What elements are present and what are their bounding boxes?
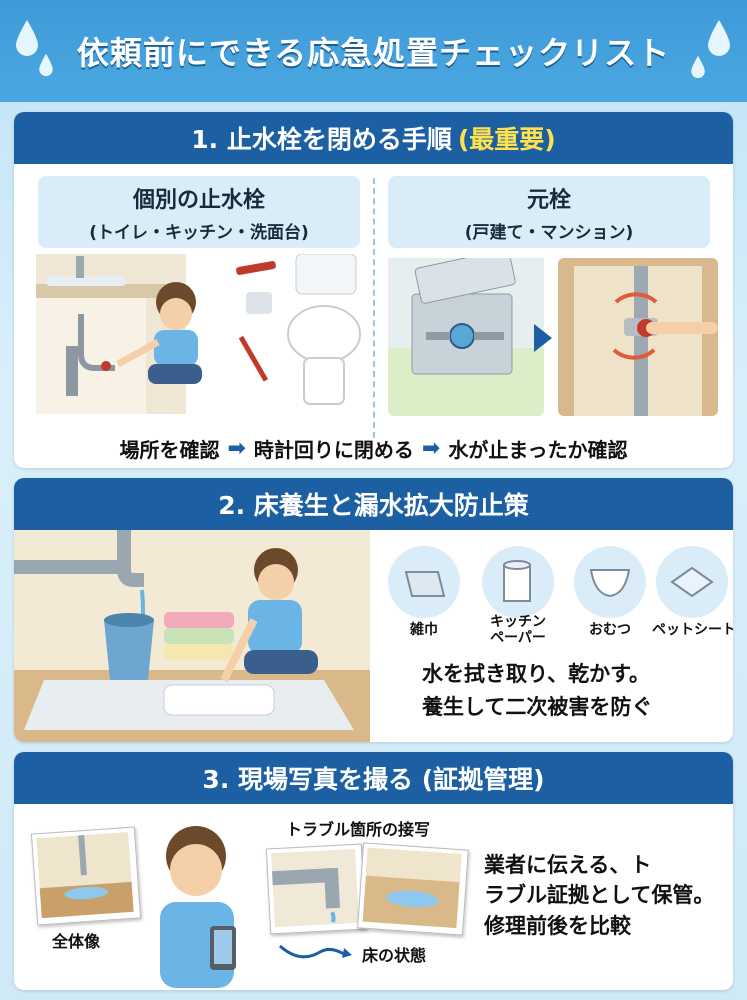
text-line: 修理前後を比較 (484, 913, 631, 938)
cloth-icon (388, 546, 460, 618)
divider (373, 178, 375, 438)
item-label-paper-towel: キッチン ペーパー (490, 614, 546, 647)
floor-protection-text: 水を拭き取り、乾かす。 養生して二次被害を防ぐ (422, 658, 652, 723)
panel-title: 個別の止水栓 (132, 188, 265, 213)
panel-title: 元栓 (526, 188, 571, 213)
section-shutoff-valve: 1. 止水栓を閉める手順 (最重要) 個別の止水栓 (トイレ・キッチン・洗面台)… (14, 112, 733, 468)
floor-protection-illustration (14, 530, 370, 742)
text-line: 業者に伝える、ト (484, 853, 652, 877)
water-drop-icon (16, 20, 38, 56)
caption-floor: 床の状態 (362, 946, 427, 965)
item-label-cloth: 雑巾 (410, 622, 438, 638)
item-label-pet-sheet: ペットシート (652, 622, 733, 638)
photo-evidence-text: 業者に伝える、ト ラブル証拠として保管。 修理前後を比較 (484, 850, 714, 941)
caption-overall: 全体像 (52, 932, 101, 951)
step-1: 場所を確認 (119, 438, 220, 462)
photo-floor (357, 842, 469, 936)
step-2: 時計回りに閉める (253, 438, 414, 462)
individual-valve-panel: 個別の止水栓 (トイレ・キッチン・洗面台) (38, 176, 360, 248)
section-photo-evidence: 3. 現場写真を撮る (証拠管理) 全体像 トラブル箇所の接写 床の状態 業者に… (14, 752, 733, 990)
text-line: 養生して二次被害を防ぐ (422, 694, 653, 719)
page-title: 依頼前にできる応急処置チェックリスト (76, 34, 671, 72)
boy-with-phone-illustration (160, 826, 236, 988)
caption-closeup: トラブル箇所の接写 (286, 820, 431, 839)
main-valve-illustration (388, 258, 718, 416)
curved-arrow-icon (278, 944, 352, 959)
diaper-icon (574, 546, 646, 618)
photo-overall (30, 826, 142, 926)
panel-subtitle: (戸建て・マンション) (464, 223, 634, 243)
text-line: 水を拭き取り、乾かす。 (422, 662, 651, 686)
item-label-diaper: おむつ (589, 622, 631, 638)
photo-closeup (265, 843, 367, 935)
panel-subtitle: (トイレ・キッチン・洗面台) (89, 223, 309, 243)
section-heading-text: 1. 止水栓を閉める手順 (191, 125, 452, 154)
section-heading: 3. 現場写真を撮る (証拠管理) (14, 752, 733, 804)
arrow-right-icon: ➡ (227, 436, 246, 461)
section-heading-accent: (最重要) (457, 125, 556, 154)
paper-towel-icon (482, 546, 554, 618)
text-line: ラブル証拠として保管。 (484, 883, 715, 908)
section-heading: 2. 床養生と漏水拡大防止策 (14, 478, 733, 530)
arrow-right-icon: ➡ (421, 436, 441, 461)
water-drop-icon (708, 20, 730, 56)
section-heading: 1. 止水栓を閉める手順 (最重要) (14, 112, 733, 164)
water-drop-icon (39, 53, 53, 77)
section-floor-protection: 2. 床養生と漏水拡大防止策 雑巾 キッチン ペーパー おむつ ペットシート 水… (14, 478, 733, 742)
main-valve-panel: 元栓 (戸建て・マンション) (388, 176, 710, 248)
steps-row: 場所を確認 ➡ 時計回りに閉める ➡ 水が止まったか確認 (14, 434, 733, 463)
page-header: 依頼前にできる応急処置チェックリスト (0, 0, 747, 102)
individual-valve-illustration (36, 254, 361, 414)
step-3: 水が止まったか確認 (448, 438, 628, 462)
pet-sheet-icon (656, 546, 728, 618)
water-drop-icon (691, 55, 705, 79)
